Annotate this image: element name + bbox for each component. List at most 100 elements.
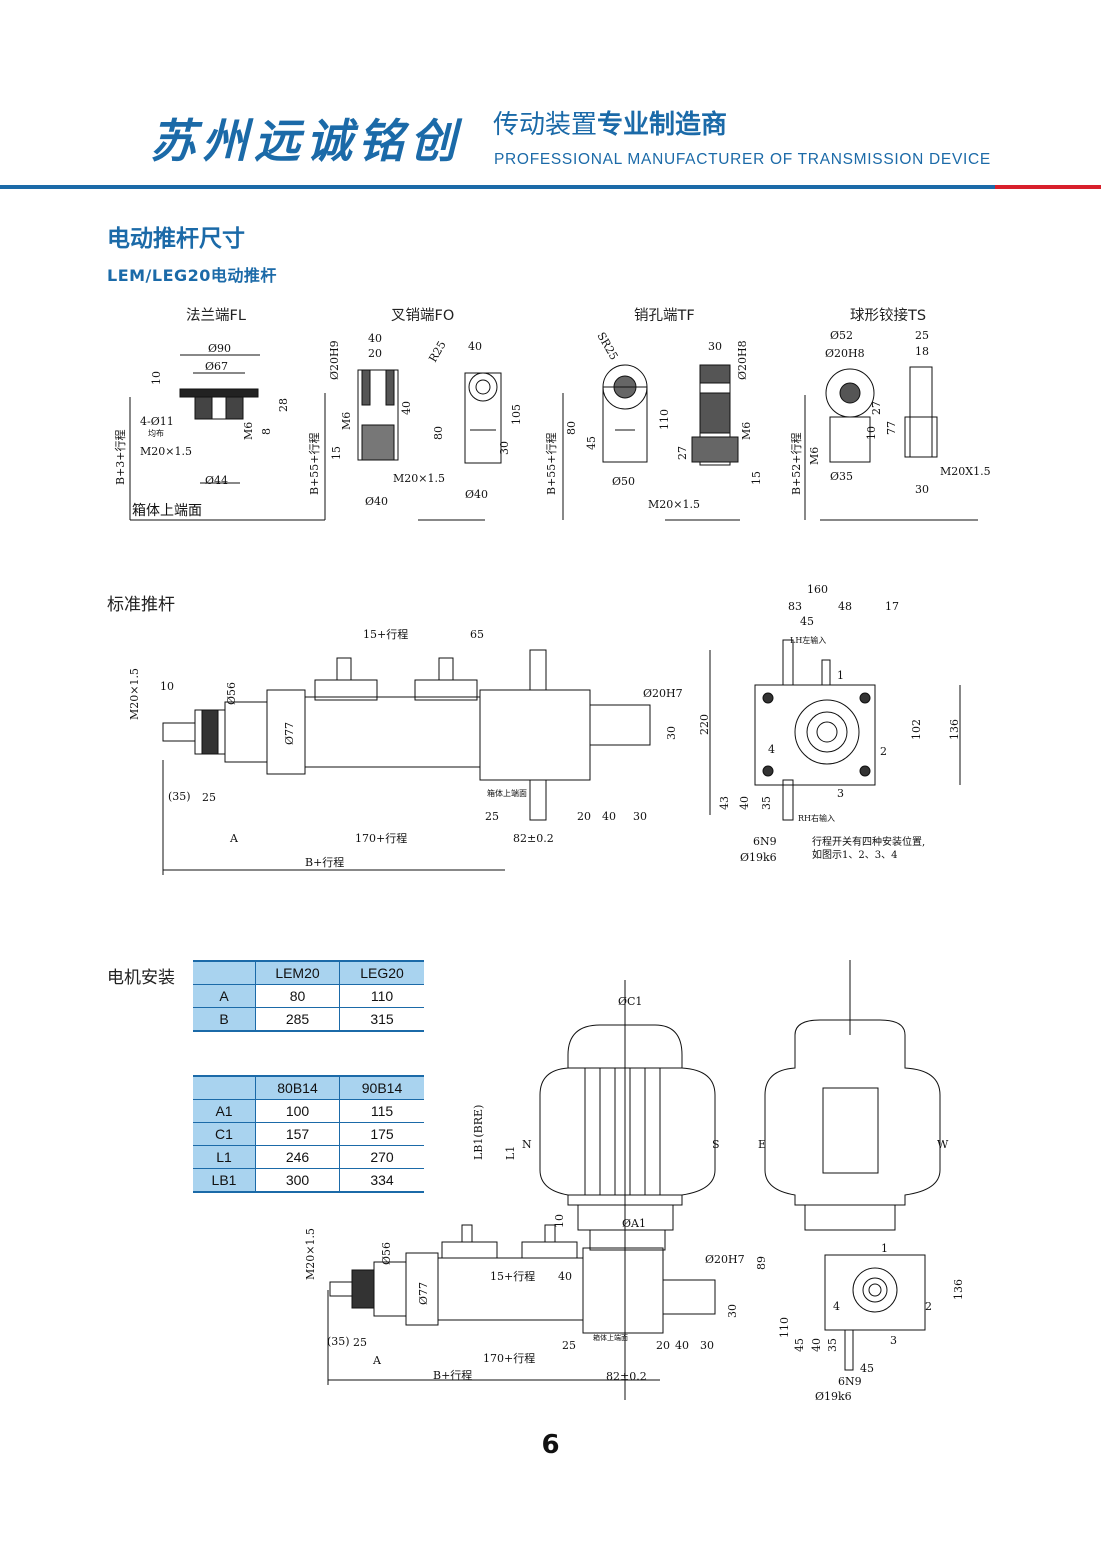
side-n4: 4: [768, 743, 775, 756]
fl-box-top: 箱体上端面: [132, 503, 202, 519]
ts-b52: B+52+行程: [790, 432, 803, 495]
motor-n2: 2: [925, 1300, 932, 1313]
motor-w30: 30: [700, 1339, 714, 1352]
tf-sr25: SR25: [594, 330, 620, 362]
ball-joint-ts: [804, 366, 978, 521]
tf-h27: 27: [676, 446, 689, 460]
motor-w20: 20: [656, 1339, 670, 1352]
side-w83: 83: [788, 600, 802, 613]
motor-sd45b: 45: [860, 1362, 874, 1375]
fo-h105: 105: [510, 404, 523, 425]
side-w45: 45: [800, 615, 814, 628]
tf-d20h8: Ø20H8: [736, 340, 749, 380]
motor-sd40: 40: [810, 1338, 823, 1352]
section-title: 电动推杆尺寸: [107, 226, 245, 252]
side-rh: RH右输入: [798, 813, 835, 823]
side-view-drawing: 160 83 48 17 45 LH左输入 220 102 136 1 2 3 …: [698, 583, 961, 864]
caption-ts: 球形铰接TS: [850, 308, 927, 324]
fl-h8: 8: [260, 428, 273, 435]
std-d20h7: Ø20H7: [643, 687, 683, 700]
header-rule-red: [995, 185, 1101, 189]
motor-sd35: 35: [826, 1338, 839, 1352]
motor-w40: 40: [558, 1270, 572, 1283]
motor-w25b: 25: [562, 1339, 576, 1352]
std-stroke170: 170+行程: [355, 832, 407, 845]
motor-n4: 4: [833, 1300, 840, 1313]
std-dim82: 82±0.2: [513, 832, 554, 845]
ts-d35: Ø35: [830, 470, 853, 483]
pin-tf: [562, 364, 740, 521]
side-w48: 48: [838, 600, 852, 613]
motor-d77: Ø77: [417, 1282, 430, 1305]
motor-w: W: [937, 1138, 949, 1151]
std-bstroke: B+行程: [305, 856, 344, 869]
side-h136: 136: [948, 719, 961, 740]
fo-h80: 80: [432, 426, 445, 440]
tf-thread: M20×1.5: [648, 498, 700, 511]
fo-d20h9: Ø20H9: [328, 340, 341, 380]
fl-h28: 28: [277, 398, 290, 412]
std-a: A: [229, 832, 239, 845]
side-h35: 35: [760, 796, 773, 810]
std-d77: Ø77: [283, 722, 296, 745]
side-shaft: Ø19k6: [740, 851, 777, 864]
motor-box-top: 箱体上端面: [593, 1333, 628, 1342]
side-n2: 2: [880, 745, 887, 758]
tagline-regular: 传动装置: [493, 110, 598, 140]
fl-m6: M6: [242, 422, 255, 440]
std-p35: (35): [168, 790, 191, 803]
ts-w30: 30: [915, 483, 929, 496]
side-n1: 1: [837, 669, 844, 682]
motor-l1: L1: [504, 1146, 517, 1160]
fl-holes: 4-Ø11: [140, 415, 174, 428]
end-fittings-drawing: Ø90 Ø67 10 28 8 M6 4-Ø11 均布 M20×1.5 Ø44 …: [114, 329, 991, 521]
motor-e: E: [758, 1138, 766, 1151]
motor-w40b: 40: [675, 1339, 689, 1352]
motor-t10: 10: [553, 1214, 566, 1228]
motor-p35: (35): [327, 1335, 350, 1348]
motor-thread: M20×1.5: [304, 1228, 317, 1280]
fl-evenly: 均布: [148, 428, 164, 438]
motor-shaft: Ø19k6: [815, 1390, 852, 1403]
tf-w30: 30: [708, 340, 722, 353]
motor-w25: 25: [353, 1336, 367, 1349]
tagline-bold: 专业制造商: [597, 110, 728, 140]
motor-key: 6N9: [838, 1375, 862, 1388]
tf-b55: B+55+行程: [545, 432, 558, 495]
side-note1: 行程开关有四种安装位置,: [812, 835, 925, 848]
fo-h30: 30: [498, 441, 511, 455]
side-note2: 如图示1、2、3、4: [812, 848, 897, 861]
ts-d20h8: Ø20H8: [825, 347, 865, 360]
side-w160: 160: [807, 583, 828, 596]
section-subtitle: LEM/LEG20电动推杆: [107, 266, 277, 285]
std-w25b: 25: [485, 810, 499, 823]
fl-d90: Ø90: [208, 342, 231, 355]
std-t10: 10: [160, 680, 174, 693]
motor-stroke170: 170+行程: [483, 1352, 535, 1365]
ts-h27: 27: [870, 401, 883, 415]
ts-h10: 10: [865, 426, 878, 440]
motor-a1: ØA1: [622, 1217, 646, 1230]
side-lh: LH左输入: [790, 635, 826, 645]
ts-w18: 18: [915, 345, 929, 358]
fo-b55: B+55+行程: [308, 432, 321, 495]
fl-t10: 10: [150, 371, 163, 385]
flange-fl: [129, 354, 325, 521]
tf-h45: 45: [585, 436, 598, 450]
motor-h89: 89: [755, 1256, 768, 1270]
fo-h40: 40: [400, 401, 413, 415]
motor-sd45: 45: [793, 1338, 806, 1352]
fo-m6: M6: [340, 412, 353, 430]
caption-fo: 叉销端FO: [391, 308, 455, 324]
header-rule-blue: [0, 185, 995, 189]
side-h43: 43: [718, 796, 731, 810]
motor-d20h7: Ø20H7: [705, 1253, 745, 1266]
motor-lb1: LB1(BRE): [472, 1105, 485, 1160]
fl-d67: Ø67: [205, 360, 228, 373]
motor-c1: ØC1: [618, 995, 642, 1008]
page-number: 6: [541, 1430, 560, 1460]
motor-n1: 1: [881, 1242, 888, 1255]
fl-d44: Ø44: [205, 474, 228, 487]
